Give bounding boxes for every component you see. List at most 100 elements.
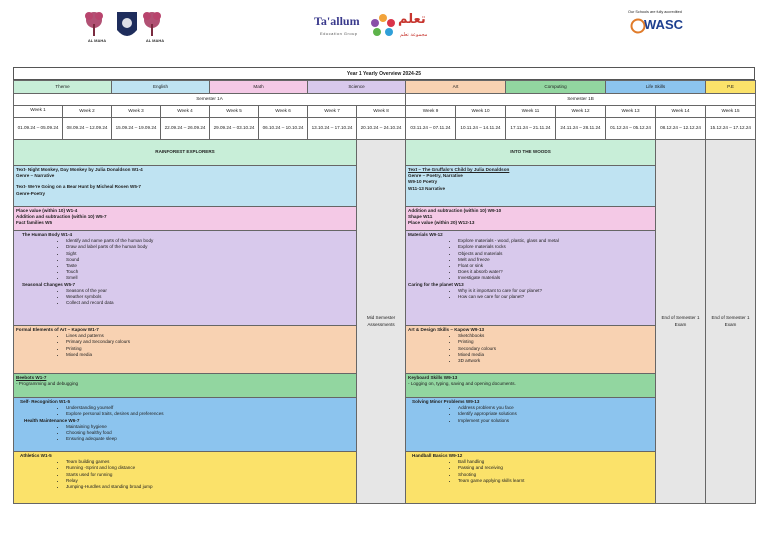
art-b-list: Sketchbooks Printing Secondary colours M… — [408, 333, 653, 364]
art-row: Formal Elements of Art – Kapow W1-7 Line… — [12, 325, 756, 374]
legend-computing: Computing — [505, 80, 607, 94]
english-a-line: Genre – Narrative — [16, 173, 55, 179]
week-dates: 10.11.24 – 14.11.24 — [455, 117, 507, 140]
list-item: Smell — [66, 275, 354, 281]
english-a-line: Genre-Poetry — [16, 190, 46, 196]
english-b-line: Genre – Poetry, Narrative — [408, 173, 463, 179]
pe-row: Athletics W1-5 Team building games Runni… — [12, 451, 756, 504]
life-a-heading: Self- Recognition W1-5 — [20, 399, 71, 404]
science-b: Materials W9-12 Explore materials - wood… — [405, 230, 657, 326]
legend-art: Art — [405, 80, 507, 94]
list-item: Float or sink — [458, 263, 653, 269]
list-item: Passing and receiving — [458, 465, 653, 471]
science-a-list: Seasons of the year Weather symbols Coll… — [16, 288, 354, 307]
legend-english: English — [110, 80, 211, 94]
week-dates: 06.10.24 – 10.10.24 — [258, 117, 309, 140]
science-b-list: Explore materials - wood, plastic, glass… — [408, 238, 653, 281]
list-item: Explore materials - wood, plastic, glass… — [458, 238, 653, 244]
list-item: Running -Sprint and long distance — [66, 465, 354, 471]
list-item: Investigate materials — [458, 275, 653, 281]
life-skills-row: Self- Recognition W1-5 Understanding you… — [12, 397, 756, 452]
taallum-sub: Education Group — [320, 31, 358, 36]
list-item: Printing — [66, 346, 354, 352]
list-item: Address problems you face — [458, 405, 653, 411]
english-a: Text- Night Monkey, Day Monkey by Julia … — [12, 165, 358, 207]
wasc-brand: WASC — [644, 17, 683, 32]
legend-life-skills: Life Skills — [605, 80, 707, 94]
english-b-line: W9-10 Poetry — [408, 179, 438, 185]
computing-b-line: - Logging on, typing, saving and opening… — [408, 381, 516, 387]
math-a-line: Place value (within 10) W1-4 — [16, 208, 78, 213]
taallum-brand: Ta'allum — [314, 14, 360, 28]
week-dates: 24.11.24 – 28.11.24 — [555, 117, 607, 140]
wasc-logo: Our Schools are fully accredited WASC — [628, 10, 718, 50]
list-item: Does it absorb water? — [458, 269, 653, 275]
week-label: Week 7 — [307, 105, 358, 118]
pe-a-list: Team building games Running -Sprint and … — [16, 459, 354, 490]
list-item: Lines and patterns — [66, 333, 354, 339]
list-item: Identify appropriate solutions — [458, 411, 653, 417]
list-item: Printing — [458, 339, 653, 345]
list-item: Relay — [66, 478, 354, 484]
art-b-heading: Art & Design Skills – Kapow W9-13 — [408, 327, 485, 332]
list-item: Weather symbols — [66, 294, 354, 300]
legend-theme: Theme — [13, 80, 112, 94]
english-row: Text- Night Monkey, Day Monkey by Julia … — [12, 165, 756, 207]
page-title: Year 1 Yearly Overview 2024-25 — [13, 67, 755, 80]
list-item: Collect and record data — [66, 300, 354, 306]
math-row: Place value (within 10) W1-4 Addition an… — [12, 206, 756, 231]
week-dates: 20.10.24 – 24.10.24 — [356, 117, 407, 140]
english-a-line: Text- Night Monkey, Day Monkey by Julia … — [16, 167, 143, 172]
week-dates: 15.12.24 – 17.12.24 — [705, 117, 757, 140]
week-label: Week 6 — [258, 105, 309, 118]
english-a-line: Text- We're Going on a Bear Hunt by Mich… — [16, 184, 141, 190]
tree-icon — [85, 12, 103, 36]
list-item: Implement your solutions — [458, 418, 653, 424]
flower-icon — [371, 14, 395, 36]
theme-b: INTO THE WOODS — [405, 139, 657, 166]
week-dates: 01.12.24 – 05.12.24 — [605, 117, 657, 140]
list-item: Sound — [66, 257, 354, 263]
week-dates: 22.09.24 – 26.09.24 — [159, 117, 211, 140]
week-dates: 29.09.24 – 03.10.24 — [209, 117, 260, 140]
week-dates: 01.09.24 – 05.09.24 — [13, 117, 63, 140]
semester-1b: Semester 1B — [405, 93, 757, 106]
week-dates-row: 01.09.24 – 05.09.24 08.09.24 – 12.09.24 … — [13, 117, 757, 140]
list-item: Primary and Secondary colours — [66, 339, 354, 345]
week-dates: 08.09.24 – 12.09.24 — [62, 117, 112, 140]
week-label: Week 2 — [62, 105, 112, 118]
list-item: Team building games — [66, 459, 354, 465]
computing-a: Beebots W1-7 - Programming and debugging — [12, 373, 358, 398]
art-b: Art & Design Skills – Kapow W9-13 Sketch… — [405, 325, 657, 374]
taallum-arabic: تعلم — [398, 12, 426, 27]
life-skills-a: Self- Recognition W1-5 Understanding you… — [12, 397, 358, 452]
week-dates: 17.11.24 – 21.11.24 — [505, 117, 557, 140]
week-label-row: Week 1 Week 2 Week 3 Week 4 Week 5 Week … — [13, 105, 757, 118]
taallum-arabic-sub: مجموعة تعلم — [400, 32, 428, 38]
week-label: Week 5 — [209, 105, 260, 118]
end-semester-exam-w14: End of Semester 1 Exam — [655, 139, 707, 504]
week-label: Week 1 — [13, 105, 63, 118]
math-a: Place value (within 10) W1-4 Addition an… — [12, 206, 358, 231]
list-item: Ball handling — [458, 459, 653, 465]
science-row: The Human Body W1-4 Identify and name pa… — [12, 230, 756, 326]
list-item: Sketchbooks — [458, 333, 653, 339]
life-b-heading: Solving Minor Problems W9-13 — [412, 399, 480, 404]
semester-1a: Semester 1A — [12, 93, 407, 106]
list-item: Maintaining hygiene — [66, 424, 354, 430]
theme-a: RAINFOREST EXPLORERS — [12, 139, 358, 166]
accreditation-text: Our Schools are fully accredited — [628, 10, 682, 14]
math-a-line: Addition and subtraction (within 10) W5-… — [16, 214, 107, 220]
list-item: Melt and freeze — [458, 257, 653, 263]
list-item: Seasons of the year — [66, 288, 354, 294]
week-dates: 15.09.24 – 19.09.24 — [111, 117, 161, 140]
english-b-line: W11-13 Narrative — [408, 185, 446, 191]
week-label: Week 12 — [555, 105, 607, 118]
list-item: Draw and label parts of the human body — [66, 244, 354, 250]
art-a-heading: Formal Elements of Art – Kapow W1-7 — [16, 327, 99, 332]
tree-icon — [143, 12, 161, 36]
list-item: Secondary colours — [458, 346, 653, 352]
list-item: Explore materials rocks — [458, 244, 653, 250]
legend-pe: P.E — [705, 80, 757, 94]
list-item: Objects and materials — [458, 251, 653, 257]
